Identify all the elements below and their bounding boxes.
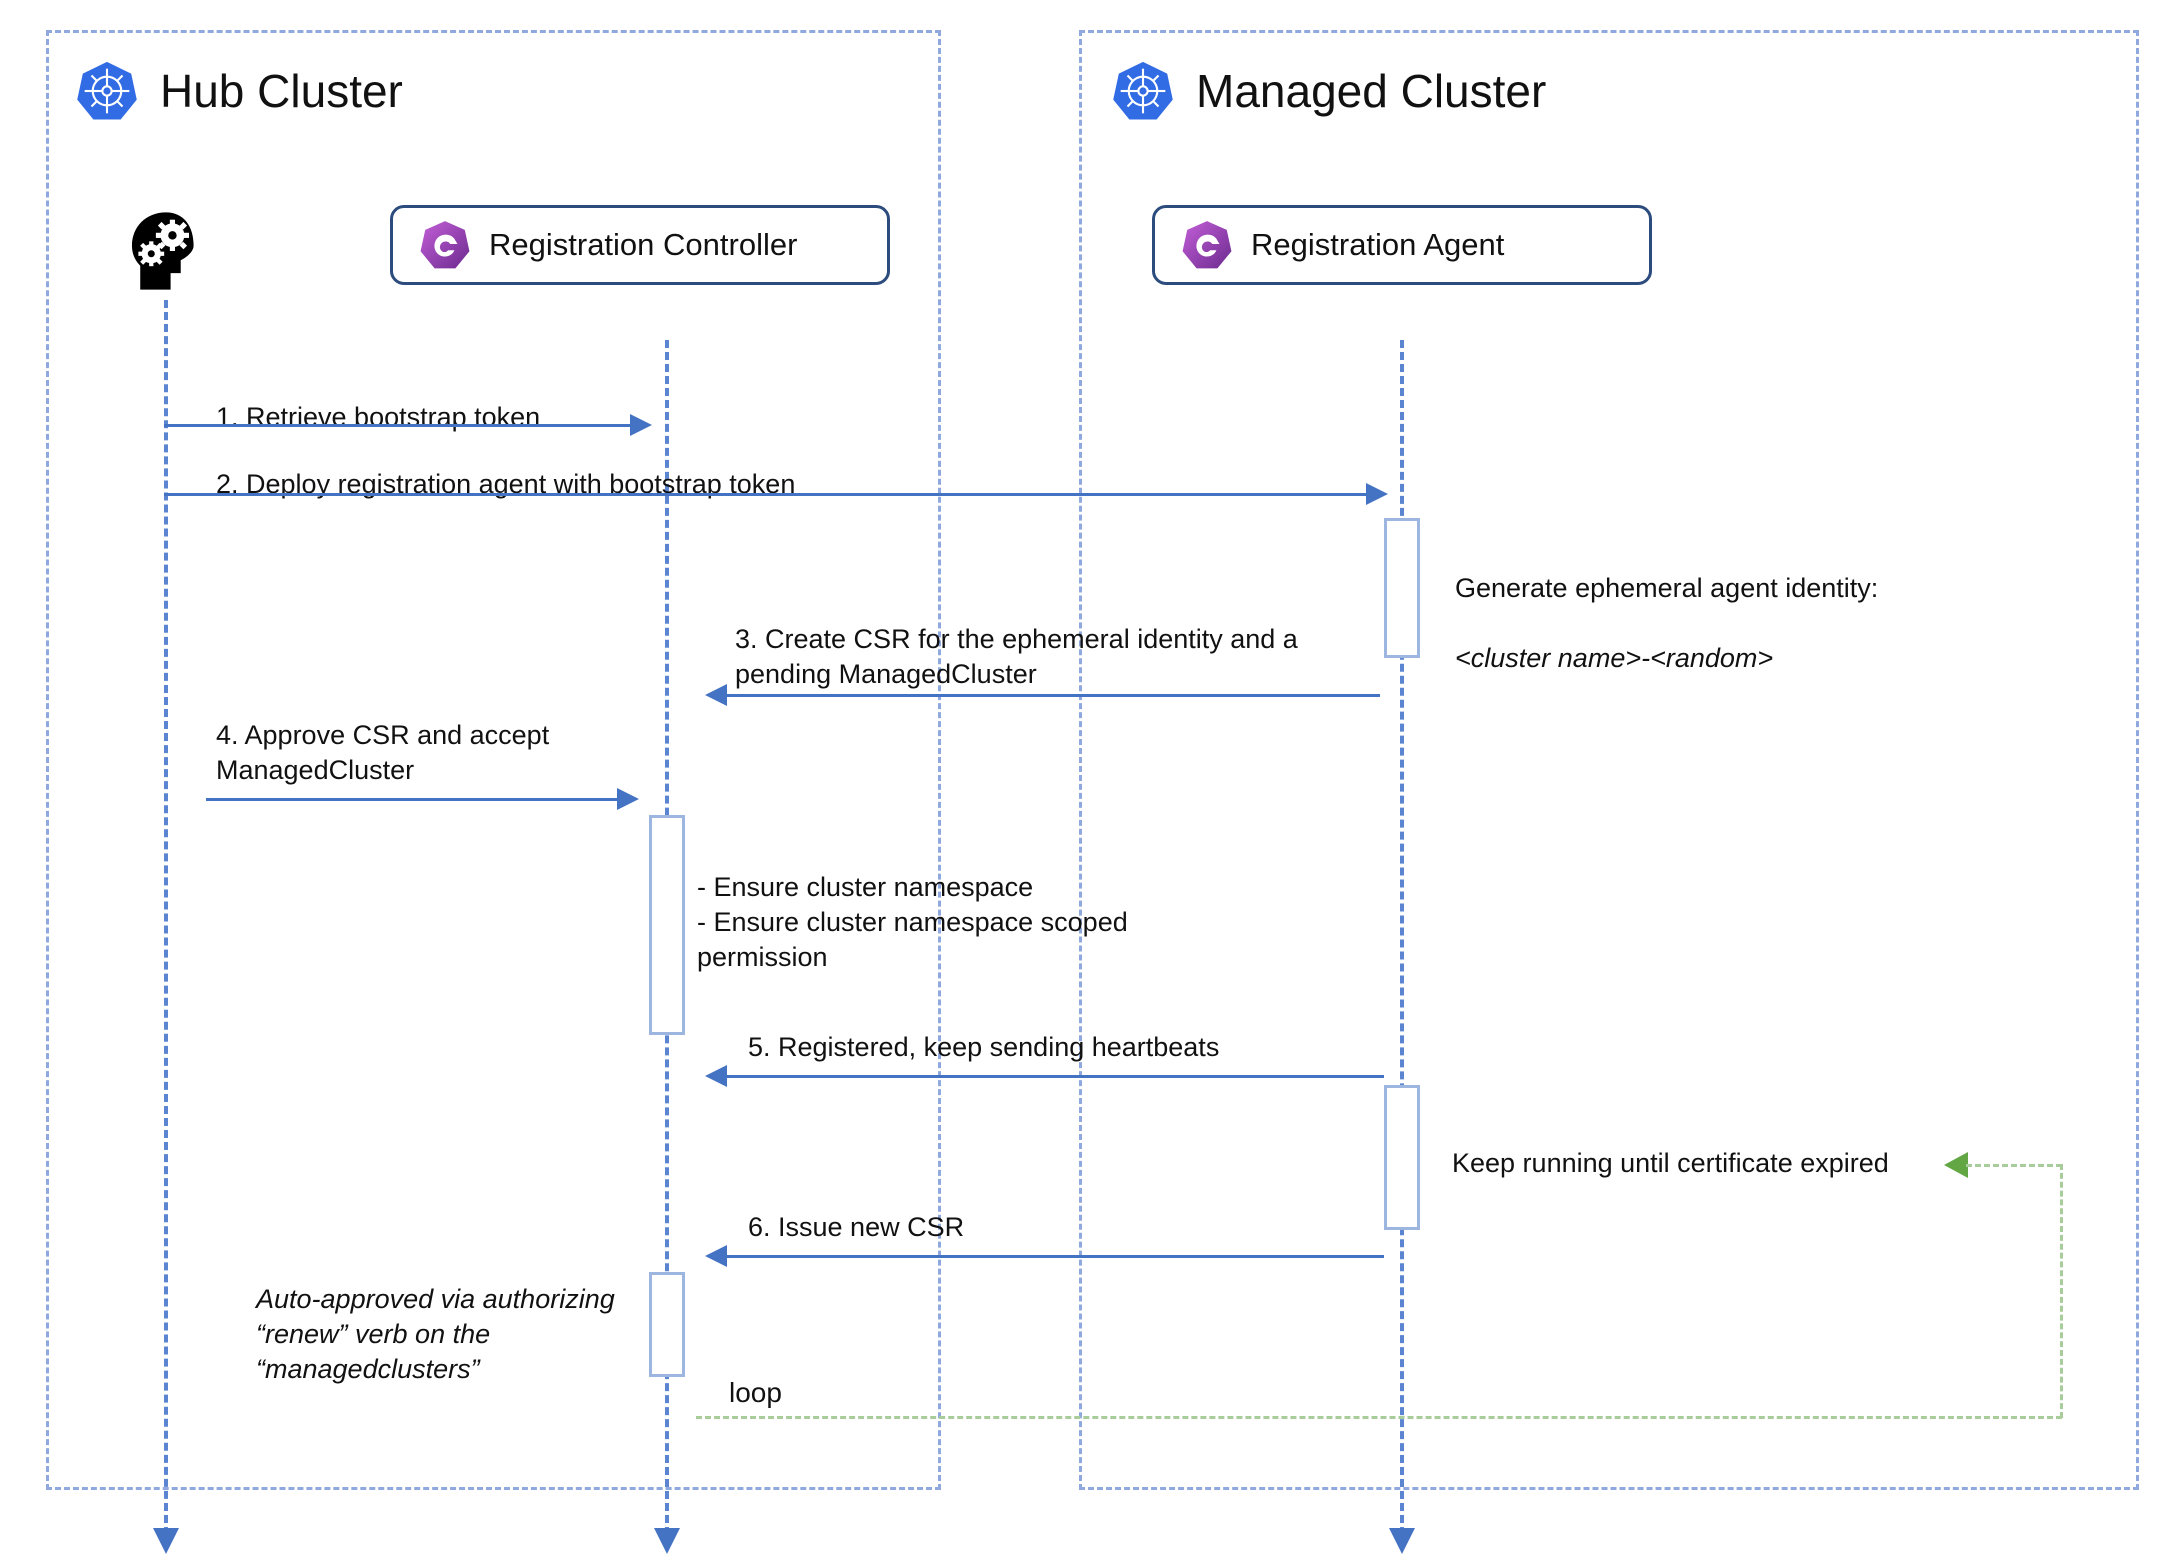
- note-auto-approved: Auto-approved via authorizing “renew” ve…: [256, 1284, 615, 1385]
- note-line-2: <cluster name>-<random>: [1455, 643, 1774, 674]
- hub-cluster-title: Hub Cluster: [160, 65, 403, 117]
- loop-top-segment: [1966, 1164, 2062, 1167]
- message-5-label: 5. Registered, keep sending heartbeats: [748, 1032, 1220, 1062]
- message-3-arrowhead: [705, 684, 727, 706]
- loop-label: loop: [729, 1377, 782, 1408]
- managed-cluster-title: Managed Cluster: [1196, 65, 1547, 117]
- activation-controller-renew: [649, 1272, 685, 1377]
- container-hub-cluster: [46, 30, 941, 1490]
- message-5-line: [727, 1075, 1384, 1078]
- message-3-line: [727, 694, 1380, 697]
- message-1-arrowhead: [630, 414, 652, 436]
- container-managed-cluster: [1079, 30, 2139, 1490]
- message-1-line: [164, 424, 632, 427]
- ocm-icon: [1182, 221, 1232, 269]
- participant-label: Registration Controller: [489, 227, 798, 262]
- lifeline-end-arrow: [153, 1528, 179, 1554]
- message-4-arrowhead: [617, 788, 639, 810]
- kubernetes-icon: [1113, 61, 1173, 120]
- message-2-line: [164, 493, 1369, 496]
- note-ephemeral-identity: Generate ephemeral agent identity: <clus…: [1455, 536, 1878, 711]
- hub-cluster-header: Hub Cluster: [76, 60, 403, 122]
- message-2-arrowhead: [1366, 483, 1388, 505]
- loop-right-segment: [2060, 1164, 2063, 1418]
- message-2-label: 2. Deploy registration agent with bootst…: [216, 469, 796, 499]
- participant-registration-agent[interactable]: Registration Agent: [1152, 205, 1652, 285]
- activation-controller-namespace: [649, 815, 685, 1035]
- message-4-line: [206, 798, 619, 801]
- ocm-icon: [420, 221, 470, 269]
- lifeline-end-arrow: [654, 1528, 680, 1554]
- message-3-label: 3. Create CSR for the ephemeral identity…: [735, 624, 1298, 690]
- message-6-line: [727, 1255, 1384, 1258]
- message-1-label: 1. Retrieve bootstrap token: [216, 402, 541, 432]
- managed-cluster-header: Managed Cluster: [1112, 60, 1546, 122]
- message-6-label: 6. Issue new CSR: [748, 1212, 965, 1242]
- message-6-arrowhead: [705, 1245, 727, 1267]
- activation-agent-identity: [1384, 518, 1420, 658]
- kubernetes-icon: [77, 61, 137, 120]
- loop-arrowhead: [1944, 1152, 1968, 1178]
- activation-agent-heartbeat: [1384, 1085, 1420, 1230]
- participant-label: Registration Agent: [1251, 227, 1505, 262]
- participant-registration-controller[interactable]: Registration Controller: [390, 205, 890, 285]
- head-with-gears-icon: [131, 212, 194, 290]
- note-line-1: Generate ephemeral agent identity:: [1455, 573, 1879, 604]
- lifeline-end-arrow: [1389, 1528, 1415, 1554]
- lifeline-user: [164, 300, 168, 1535]
- message-5-arrowhead: [705, 1065, 727, 1087]
- lifeline-registration-agent: [1400, 340, 1404, 1535]
- loop-bottom-segment: [696, 1416, 2062, 1419]
- message-4-label: 4. Approve CSR and accept ManagedCluster: [216, 720, 550, 786]
- note-keep-running: Keep running until certificate expired: [1452, 1148, 1889, 1178]
- user-actor: [120, 205, 212, 297]
- note-namespace-actions: - Ensure cluster namespace - Ensure clus…: [697, 872, 1128, 973]
